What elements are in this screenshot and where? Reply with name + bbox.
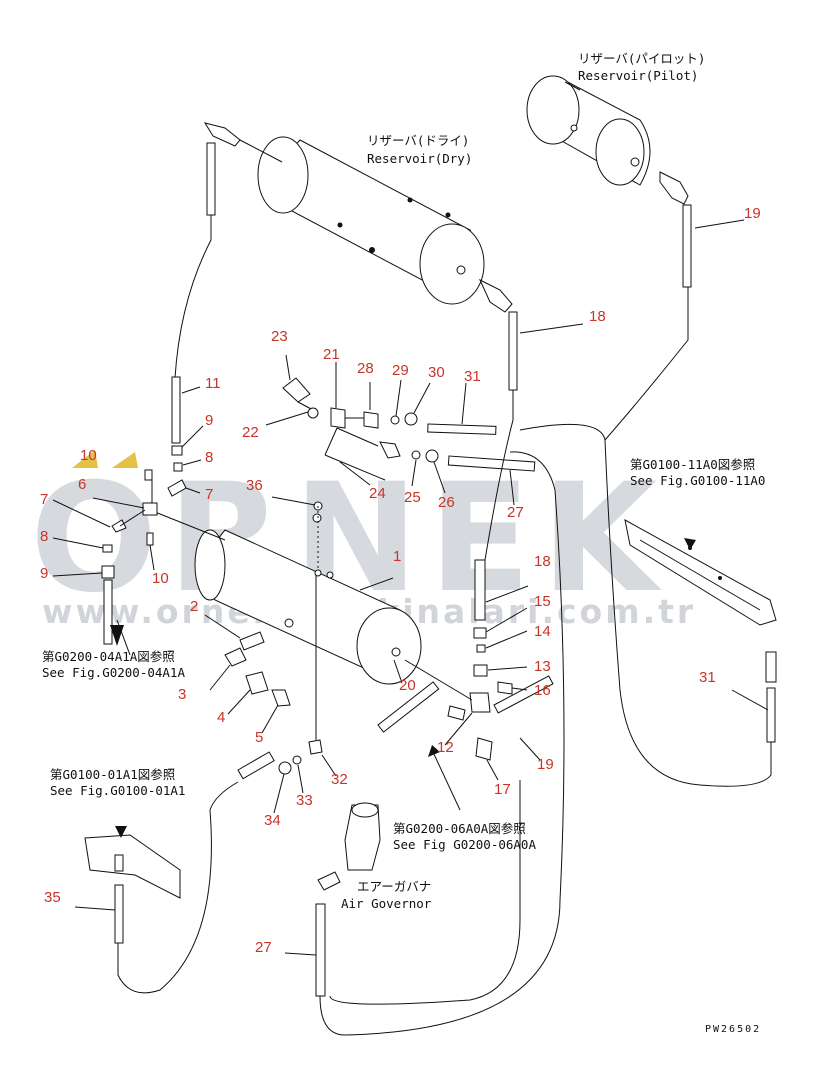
callout-8b: 8: [40, 528, 48, 545]
hose-18: [484, 390, 514, 561]
hose-27: [329, 780, 521, 1005]
callout-14: 14: [534, 623, 551, 640]
accent-triangle-2: [112, 452, 138, 468]
callout-25: 25: [404, 489, 421, 506]
bracket-left: [84, 781, 239, 994]
callout-5: 5: [255, 729, 263, 746]
air-governor-label-jp: エアーガバナ: [357, 879, 431, 894]
ref-0200-04a1a-en: See Fig.G0200-04A1A: [42, 665, 185, 680]
callout-20: 20: [399, 677, 416, 694]
callout-15: 15: [534, 593, 551, 610]
callout-10b: 10: [152, 570, 169, 587]
air-governor-label-en: Air Governor: [341, 896, 432, 911]
callout-12: 12: [437, 739, 454, 756]
callout-3: 3: [178, 686, 186, 703]
reservoir-dry: [174, 122, 518, 391]
drawing-code: PW26502: [705, 1024, 761, 1035]
callout-1: 1: [393, 548, 401, 565]
callout-31b: 31: [699, 669, 716, 686]
callout-27: 27: [507, 504, 524, 521]
callout-27b: 27: [255, 939, 272, 956]
callout-16: 16: [534, 682, 551, 699]
reservoir-pilot-label-jp: リザーバ(パイロット): [578, 51, 705, 66]
callout-35: 35: [44, 889, 61, 906]
callout-29: 29: [392, 362, 409, 379]
callout-23: 23: [271, 328, 288, 345]
callout-36: 36: [246, 477, 263, 494]
lower-left-fittings: [224, 575, 323, 780]
callout-33: 33: [296, 792, 313, 809]
ref-0200-06a0a-en: See Fig G0200-06A0A: [393, 837, 536, 852]
callout-8: 8: [205, 449, 213, 466]
callout-18b: 18: [534, 553, 551, 570]
callout-7: 7: [205, 486, 213, 503]
callout-9b: 9: [40, 565, 48, 582]
callout-19: 19: [744, 205, 761, 222]
bracket-right: [519, 423, 777, 787]
callout-22: 22: [242, 424, 259, 441]
leader-lines: [52, 219, 769, 956]
callout-34: 34: [264, 812, 281, 829]
callout-30: 30: [428, 364, 445, 381]
ref-0100-01a1-jp: 第G0100-01A1図参照: [50, 767, 175, 782]
callout-21: 21: [323, 346, 340, 363]
callout-28: 28: [357, 360, 374, 377]
callout-24: 24: [369, 485, 386, 502]
callout-31: 31: [464, 368, 481, 385]
right-fittings: [377, 559, 554, 811]
callout-19b: 19: [537, 756, 554, 773]
callout-26: 26: [438, 494, 455, 511]
ref-0100-11a0-jp: 第G0100-11A0図参照: [630, 457, 755, 472]
left-fittings: [101, 376, 187, 656]
accent-triangle-1: [72, 450, 98, 468]
callout-9: 9: [205, 412, 213, 429]
callout-10: 10: [80, 447, 97, 464]
reservoir-pilot: [526, 75, 692, 441]
air-governor: [315, 451, 565, 1036]
callout-6: 6: [78, 476, 86, 493]
ref-0100-11a0-en: See Fig.G0100-11A0: [630, 473, 765, 488]
callouts: 19 18 23 21 28 29 30 31 11 9 8 7 10 6 36…: [40, 205, 761, 956]
ref-0200-06a0a-jp: 第G0200-06A0A図参照: [393, 821, 526, 836]
callout-2: 2: [190, 598, 198, 615]
callout-32: 32: [331, 771, 348, 788]
callout-13: 13: [534, 658, 551, 675]
ref-0100-01a1-en: See Fig.G0100-01A1: [50, 783, 185, 798]
center-fittings: [282, 377, 536, 577]
reservoir-main: [154, 511, 422, 685]
callout-17: 17: [494, 781, 511, 798]
callout-11: 11: [205, 375, 221, 392]
ref-0200-04a1a-jp: 第G0200-04A1A図参照: [42, 649, 175, 664]
reservoir-dry-label-jp: リザーバ(ドライ): [367, 133, 469, 148]
callout-4: 4: [217, 709, 225, 726]
reservoir-pilot-label-en: Reservoir(Pilot): [578, 68, 698, 83]
callout-18: 18: [589, 308, 606, 325]
reservoir-dry-label-en: Reservoir(Dry): [367, 151, 472, 166]
callout-7b: 7: [40, 491, 48, 508]
